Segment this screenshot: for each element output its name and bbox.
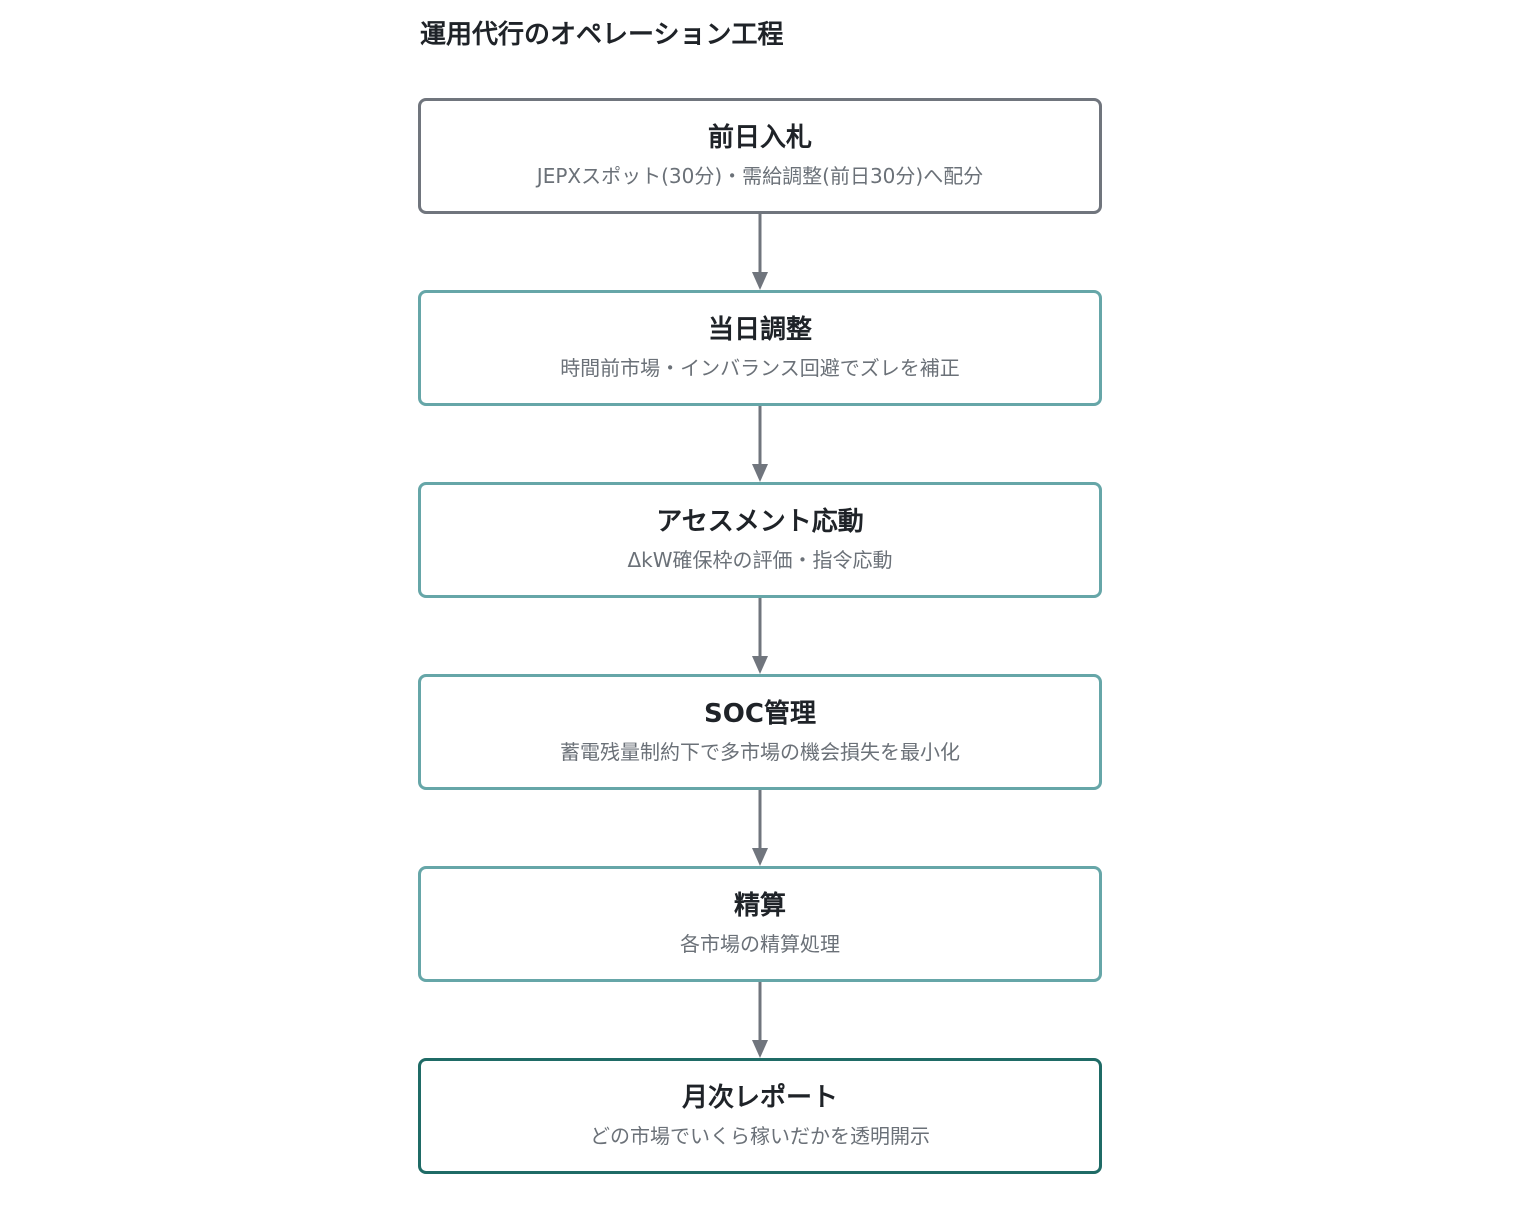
step-soc-management: SOC管理 蓄電残量制約下で多市場の機会損失を最小化 [418, 674, 1102, 790]
step-title: SOC管理 [704, 699, 816, 729]
step-title: 当日調整 [707, 315, 812, 345]
arrow-down-icon [752, 406, 768, 482]
step-description: JEPXスポット(30分)・需給調整(前日30分)へ配分 [536, 164, 984, 188]
flow-arrow [418, 790, 1102, 866]
diagram-title: 運用代行のオペレーション工程 [420, 20, 784, 50]
flow-arrow [418, 982, 1102, 1058]
flow-arrow [418, 214, 1102, 290]
arrow-down-icon [752, 598, 768, 674]
step-title: 精算 [733, 891, 786, 921]
flow-arrow [418, 598, 1102, 674]
flow-arrow [418, 406, 1102, 482]
step-title: 月次レポート [681, 1083, 838, 1113]
step-intraday-adjustment: 当日調整 時間前市場・インバランス回避でズレを補正 [418, 290, 1102, 406]
step-description: どの市場でいくら稼いだかを透明開示 [590, 1124, 930, 1148]
step-title: アセスメント応動 [656, 507, 864, 537]
arrow-down-icon [752, 790, 768, 866]
step-monthly-report: 月次レポート どの市場でいくら稼いだかを透明開示 [418, 1058, 1102, 1174]
arrow-down-icon [752, 214, 768, 290]
step-settlement: 精算 各市場の精算処理 [418, 866, 1102, 982]
step-description: 時間前市場・インバランス回避でズレを補正 [560, 356, 960, 380]
process-flow: 前日入札 JEPXスポット(30分)・需給調整(前日30分)へ配分 当日調整 時… [418, 98, 1102, 1174]
step-description: 蓄電残量制約下で多市場の機会損失を最小化 [560, 740, 960, 764]
step-assessment-response: アセスメント応動 ΔkW確保枠の評価・指令応動 [418, 482, 1102, 598]
step-day-ahead-bidding: 前日入札 JEPXスポット(30分)・需給調整(前日30分)へ配分 [418, 98, 1102, 214]
arrow-down-icon [752, 982, 768, 1058]
step-description: ΔkW確保枠の評価・指令応動 [627, 548, 893, 572]
step-description: 各市場の精算処理 [680, 932, 840, 956]
step-title: 前日入札 [707, 123, 812, 153]
